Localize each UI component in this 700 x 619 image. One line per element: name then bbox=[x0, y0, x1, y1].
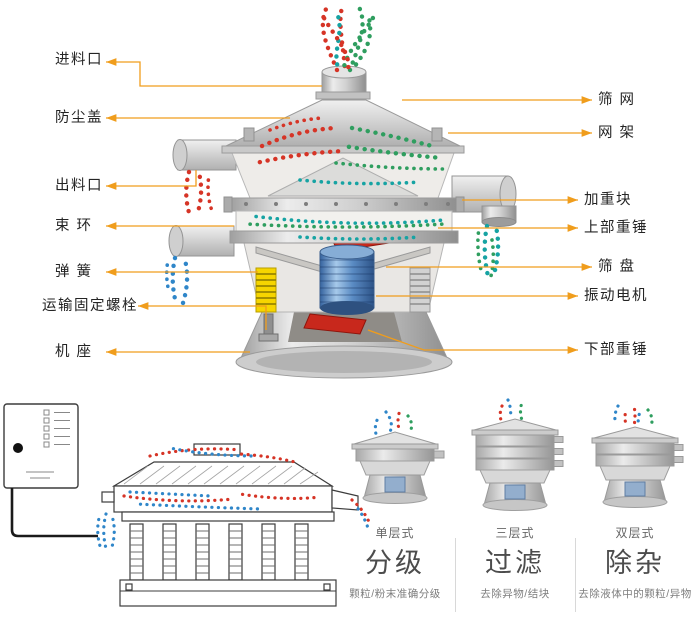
power-cable bbox=[10, 488, 98, 538]
connector-lines bbox=[106, 58, 592, 356]
mesh-frame-ring bbox=[229, 197, 459, 212]
function-subtitle-grading: 颗粒/粉末准确分级 bbox=[349, 588, 441, 600]
function-title-grading: 分级 bbox=[365, 548, 425, 578]
function-column-filtering: 过滤 去除异物/结块 bbox=[455, 546, 575, 601]
machine-illustration bbox=[106, 2, 592, 379]
variant-label-three-layer: 三层式 bbox=[495, 526, 535, 540]
springs bbox=[255, 267, 431, 342]
discharge-spouts bbox=[168, 139, 517, 257]
part-label-clamp-ring: 束 环 bbox=[55, 218, 93, 234]
schematic-machine bbox=[96, 443, 372, 607]
variant-label-double-layer: 双层式 bbox=[615, 526, 655, 540]
clamp-ring bbox=[229, 230, 459, 244]
part-label-feed-inlet: 进料口 bbox=[55, 52, 103, 68]
particles bbox=[164, 2, 501, 306]
dust-cover bbox=[221, 65, 465, 154]
part-label-lower-hammer: 下部重锤 bbox=[584, 342, 648, 358]
function-column-grading: 分级 颗粒/粉末准确分级 bbox=[335, 546, 455, 601]
inner-mesh-cone bbox=[267, 157, 419, 197]
part-label-vibration-motor: 振动电机 bbox=[584, 288, 648, 304]
vibration-motor bbox=[319, 244, 375, 315]
control-knob bbox=[13, 443, 23, 453]
bottom-illustrations bbox=[3, 398, 684, 607]
schematic-base-frame bbox=[119, 579, 337, 607]
function-title-filtering: 过滤 bbox=[485, 548, 545, 578]
function-subtitle-impurity-removal: 去除液体中的颗粒/异物 bbox=[578, 588, 692, 600]
part-label-weight-block: 加重块 bbox=[584, 192, 632, 208]
variant-label-single-layer: 单层式 bbox=[375, 526, 415, 540]
part-label-mesh-frame: 网 架 bbox=[598, 125, 636, 141]
schematic-springs bbox=[129, 523, 309, 581]
mini-machine-double-layer bbox=[591, 404, 684, 508]
lower-hammer-weight bbox=[303, 313, 367, 335]
function-column-impurity-removal: 除杂 去除液体中的颗粒/异物 bbox=[575, 546, 695, 601]
part-label-transport-bolt: 运输固定螺栓 bbox=[42, 298, 138, 314]
column-divider bbox=[575, 538, 576, 612]
screen-body bbox=[223, 152, 465, 244]
feed-inlet bbox=[315, 65, 371, 100]
part-label-outlet: 出料口 bbox=[55, 178, 103, 194]
mini-machine-single-layer bbox=[351, 408, 445, 504]
part-label-sieve-pan: 筛 盘 bbox=[598, 259, 636, 275]
upper-left-outlet bbox=[177, 139, 237, 171]
spring-right bbox=[409, 267, 431, 313]
mini-machine-three-layer bbox=[471, 398, 564, 511]
function-title-impurity-removal: 除杂 bbox=[605, 548, 665, 578]
part-label-upper-hammer: 上部重锤 bbox=[584, 220, 648, 236]
part-label-screen-mesh: 筛 网 bbox=[598, 92, 636, 108]
function-subtitle-filtering: 去除异物/结块 bbox=[480, 588, 550, 600]
column-divider bbox=[455, 538, 456, 612]
control-cabinet bbox=[3, 403, 98, 538]
part-label-spring: 弹 簧 bbox=[55, 264, 93, 280]
part-label-base: 机 座 bbox=[55, 344, 93, 360]
part-label-dust-cover: 防尘盖 bbox=[55, 110, 103, 126]
